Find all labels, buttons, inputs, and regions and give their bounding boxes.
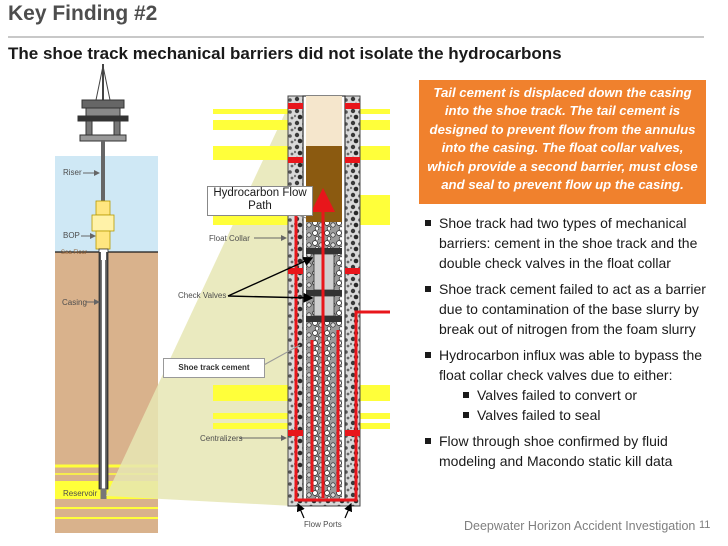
bullet-text: Hydrocarbon influx was able to bypass th… [439, 347, 702, 383]
casing-label: Casing [62, 298, 87, 307]
sea-floor-label: Sea Floor [61, 250, 87, 256]
page-number: 11 [699, 519, 710, 531]
bullet-item: Hydrocarbon influx was able to bypass th… [424, 345, 714, 425]
sub-bullet-item: Valves failed to seal [439, 405, 714, 425]
riser-pipe [101, 141, 105, 201]
well-casing [99, 249, 108, 499]
reservoir-label: Reservoir [63, 489, 97, 498]
footer-text: Deepwater Horizon Accident Investigation [464, 519, 695, 533]
drilling-rig [78, 64, 128, 141]
tail-cement-callout: Tail cement is displaced down the casing… [419, 80, 706, 204]
sub-bullet-item: Valves failed to convert or [439, 385, 714, 405]
sub-bullet-list: Valves failed to convert or Valves faile… [439, 385, 714, 425]
flow-ports-label: Flow Ports [304, 520, 342, 529]
bullet-item: Shoe track had two types of mechanical b… [424, 213, 714, 273]
hydrocarbon-flow-path-label: Hydrocarbon Flow Path [207, 186, 313, 216]
centralizers-label: Centralizers [200, 434, 243, 443]
float-collar-label: Float Collar [209, 234, 250, 243]
bullet-item: Shoe track cement failed to act as a bar… [424, 279, 714, 339]
bop-label: BOP [63, 231, 80, 240]
riser-label: Riser [63, 168, 82, 177]
bullet-item: Flow through shoe confirmed by fluid mod… [424, 431, 714, 471]
findings-list: Shoe track had two types of mechanical b… [424, 213, 714, 477]
check-valves-label: Check Valves [178, 291, 226, 300]
mud-column [306, 96, 342, 146]
shoe-track-cement-label: Shoe track cement [163, 358, 265, 378]
